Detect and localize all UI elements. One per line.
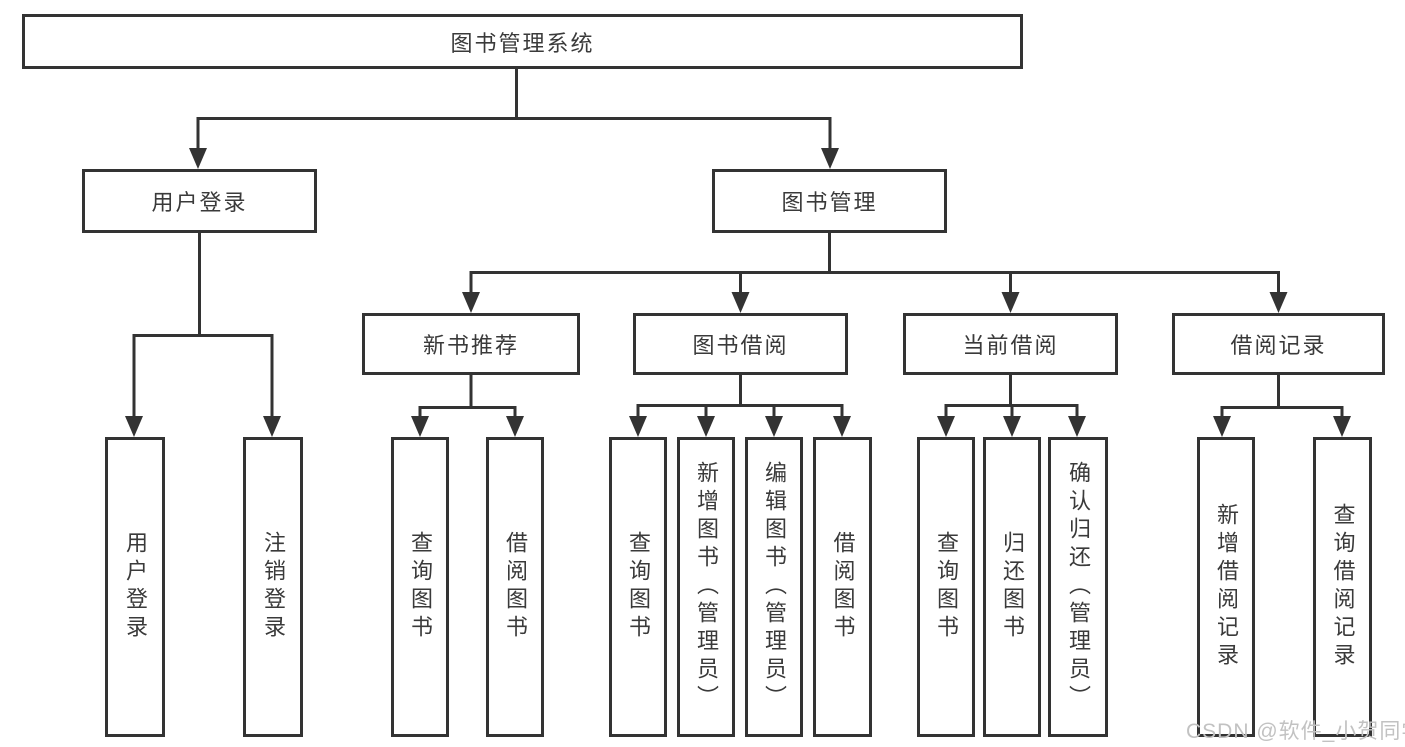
leaf-confirm-return-admin: 确认归还（管理员）	[1048, 437, 1108, 737]
node-label: 归还图书	[1000, 531, 1025, 643]
node-label: 查询借阅记录	[1330, 503, 1356, 671]
watermark: CSDN @软件_小贺同学	[1186, 720, 1405, 743]
arrowheads	[125, 148, 1351, 437]
node-label: 当前借阅	[962, 333, 1059, 358]
node-label: 新增借阅记录	[1214, 503, 1239, 671]
node-label: 新书推荐	[422, 333, 519, 358]
leaf-edit-books-admin: 编辑图书（管理员）	[745, 437, 803, 737]
connector-borrow-records-children	[1220, 375, 1344, 418]
leaf-query-books-recommend: 查询图书	[391, 437, 449, 737]
node-new-book-recommend: 新书推荐	[362, 313, 580, 375]
node-label: 图书借阅	[692, 333, 789, 358]
node-label: 图书管理系统	[450, 30, 595, 56]
connector-root-to-level2	[196, 69, 832, 150]
node-label: 确认归还（管理员）	[1066, 461, 1091, 713]
node-label: 查询图书	[626, 531, 651, 643]
node-label: 借阅图书	[830, 531, 856, 643]
node-label: 用户登录	[123, 531, 148, 643]
connector-book-borrow-children	[636, 375, 844, 418]
node-label: 注销登录	[261, 531, 286, 643]
connector-user-login-children	[132, 232, 274, 418]
leaf-user-login: 用户登录	[105, 437, 165, 737]
node-label: 借阅图书	[503, 531, 528, 643]
node-label: 用户登录	[151, 190, 248, 215]
leaf-add-borrow-record: 新增借阅记录	[1197, 437, 1255, 737]
leaf-return-books: 归还图书	[983, 437, 1041, 737]
leaf-query-books-current: 查询图书	[917, 437, 975, 737]
leaf-borrow-books: 借阅图书	[813, 437, 872, 737]
leaf-add-books-admin: 新增图书（管理员）	[677, 437, 735, 737]
node-label: 查询图书	[408, 531, 433, 643]
node-user-login: 用户登录	[82, 169, 317, 233]
node-root: 图书管理系统	[22, 14, 1023, 69]
leaf-query-books-borrow: 查询图书	[609, 437, 667, 737]
node-borrow-records: 借阅记录	[1172, 313, 1385, 375]
leaf-logout: 注销登录	[243, 437, 303, 737]
node-label: 图书管理	[781, 190, 878, 215]
node-label: 查询图书	[934, 531, 959, 643]
node-label: 借阅记录	[1230, 333, 1327, 358]
connector-current-borrow-children	[944, 375, 1079, 418]
node-label: 编辑图书（管理员）	[762, 461, 787, 713]
connector-new-book-recommend-children	[418, 375, 517, 418]
leaf-borrow-books-recommend: 借阅图书	[486, 437, 544, 737]
connector-book-management-children	[469, 233, 1280, 294]
node-book-borrow: 图书借阅	[633, 313, 848, 375]
node-current-borrow: 当前借阅	[903, 313, 1118, 375]
node-label: 新增图书（管理员）	[694, 461, 719, 713]
node-book-management: 图书管理	[712, 169, 947, 233]
leaf-query-borrow-record: 查询借阅记录	[1313, 437, 1372, 737]
